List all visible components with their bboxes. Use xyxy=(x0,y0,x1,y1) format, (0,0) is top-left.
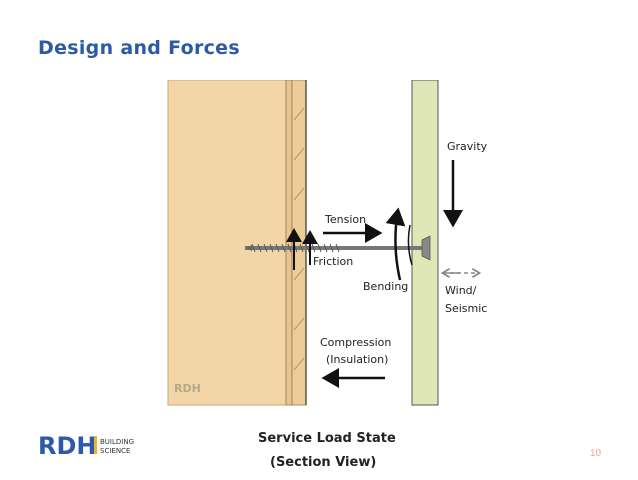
sheathing-layer xyxy=(285,80,293,406)
wind-label-line1: Wind/ xyxy=(445,284,477,297)
gravity-label: Gravity xyxy=(447,140,488,153)
bending-label: Bending xyxy=(363,280,408,293)
logo-line1: BUILDING xyxy=(100,438,134,446)
screw-fastener xyxy=(245,235,431,261)
wood-framing xyxy=(167,80,287,406)
slide-title: Design and Forces xyxy=(38,37,240,59)
logo-accent xyxy=(94,436,97,454)
rdh-watermark: RDH xyxy=(174,382,201,395)
bending-arrow-2 xyxy=(407,224,413,266)
logo-line2: SCIENCE xyxy=(100,447,130,455)
caption-line1: Service Load State xyxy=(258,431,396,446)
bending-arrow xyxy=(385,207,406,281)
caption-line2: (Section View) xyxy=(270,455,376,470)
section-view-diagram: Gravity Tension Friction Bending Wind/ S… xyxy=(167,80,488,470)
tension-label: Tension xyxy=(324,213,366,226)
friction-label: Friction xyxy=(313,255,353,268)
page-number: 10 xyxy=(590,448,602,459)
compression-label-line1: Compression xyxy=(320,336,391,349)
logo-mark: RDH xyxy=(38,432,97,458)
sheathing-grain xyxy=(293,107,305,371)
wind-label-line2: Seismic xyxy=(445,302,487,315)
compression-label-line2: (Insulation) xyxy=(326,353,388,366)
rdh-building-science-logo: RDH BUILDING SCIENCE xyxy=(38,432,134,458)
